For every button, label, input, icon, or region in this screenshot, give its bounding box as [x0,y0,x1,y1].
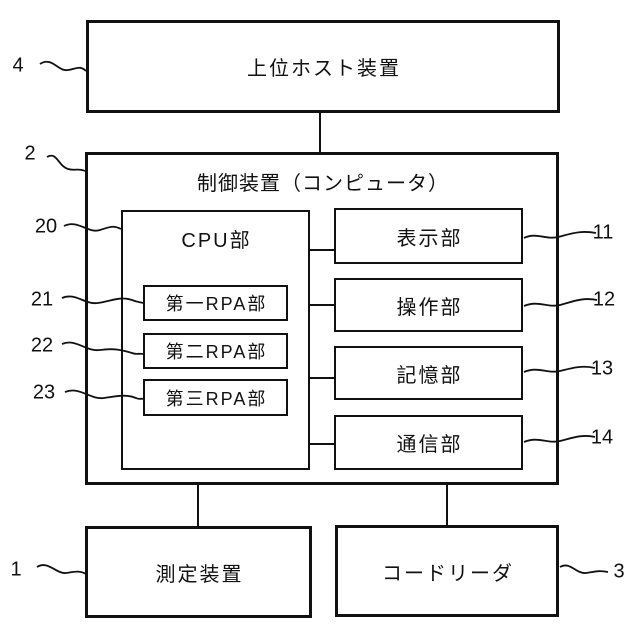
host-device-box: 上位ホスト装置 [86,20,560,113]
first-rpa-unit-box: 第一RPA部 [143,285,288,321]
measuring-device-label: 測定装置 [155,563,244,586]
third-rpa-unit-box: 第三RPA部 [143,379,288,416]
leader-line-2 [46,154,86,172]
memory-unit-label: 記憶部 [396,364,463,387]
ref-label-2: 2 [24,142,36,165]
control-device-label: 制御装置（コンピュータ） [197,173,449,195]
ref-label-13: 13 [590,357,614,380]
host-device-label: 上位ホスト装置 [247,58,401,80]
communication-unit-label: 通信部 [396,434,463,456]
second-rpa-unit-box: 第二RPA部 [143,333,288,369]
leader-line-3 [559,564,609,574]
cpu-unit-label: CPU部 [181,230,252,252]
leader-line-1 [36,564,87,575]
memory-unit-box: 記憶部 [334,346,523,400]
code-reader-box: コードリーダ [335,525,559,617]
ref-label-3: 3 [613,560,625,583]
control-device-box: 制御装置（コンピュータ） [85,152,559,485]
ref-label-4: 4 [12,54,24,77]
ref-label-11: 11 [592,221,614,244]
second-rpa-unit-label: 第二RPA部 [165,342,268,362]
measuring-device-box: 測定装置 [85,526,312,618]
ref-label-23: 23 [32,381,56,404]
operation-unit-box: 操作部 [334,278,523,332]
first-rpa-unit-label: 第一RPA部 [165,294,268,314]
code-reader-label: コードリーダ [382,562,514,585]
third-rpa-unit-label: 第三RPA部 [165,388,268,409]
operation-unit-label: 操作部 [396,296,463,319]
ref-label-21: 21 [30,288,54,311]
ref-label-22: 22 [30,334,54,357]
communication-unit-box: 通信部 [334,415,523,470]
display-unit-box: 表示部 [334,208,523,264]
cpu-unit-box: CPU部 [121,210,310,470]
leader-line-4 [39,60,87,72]
ref-label-14: 14 [590,426,614,449]
ref-label-1: 1 [10,558,22,581]
display-unit-label: 表示部 [396,227,463,250]
ref-label-12: 12 [592,288,616,311]
ref-label-20: 20 [34,215,58,238]
